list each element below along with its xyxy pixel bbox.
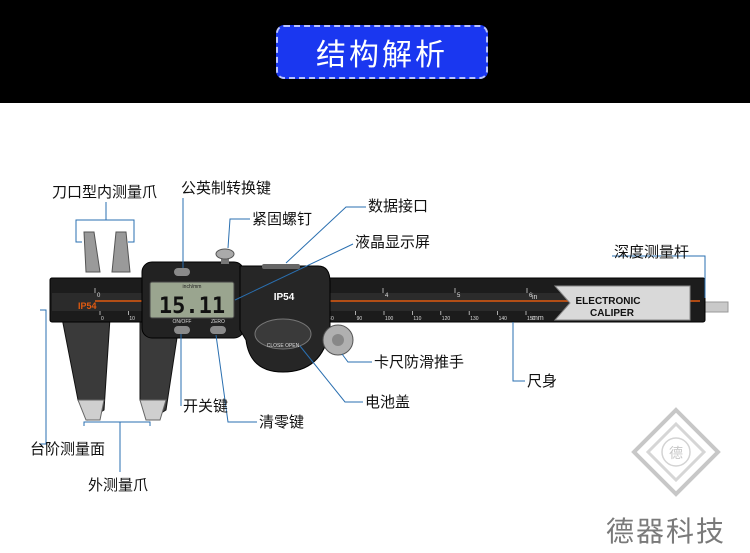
seal-char: 德 bbox=[669, 446, 683, 462]
mm-tick-label: 150 bbox=[527, 316, 536, 322]
leader-inner-jaw bbox=[75, 202, 107, 243]
brand-line2: CALIPER bbox=[590, 308, 635, 319]
leader-depth-rod bbox=[612, 255, 706, 298]
inner-jaw-slider bbox=[111, 231, 131, 273]
page-title: 结构解析 bbox=[276, 25, 488, 79]
label-thumb-wheel: 卡尺防滑推手 bbox=[374, 353, 465, 371]
power-key-label: ON/OFF bbox=[173, 319, 192, 325]
outer-jaw-fixed-tip bbox=[77, 399, 105, 421]
seal-inner bbox=[645, 421, 707, 483]
inner-jaw-fixed bbox=[83, 231, 101, 273]
brand-line1: ELECTRONIC bbox=[576, 296, 641, 307]
zero-key-label: ZERO bbox=[211, 319, 225, 325]
mm-tick-label: 130 bbox=[470, 316, 479, 322]
seal-core bbox=[661, 437, 691, 467]
leader-battery-cover bbox=[299, 345, 363, 403]
leader-data-port bbox=[285, 206, 366, 264]
leader-lines bbox=[40, 198, 706, 472]
power-key[interactable] bbox=[174, 326, 190, 334]
label-lcd: 液晶显示屏 bbox=[355, 233, 431, 251]
label-lock-screw: 紧固螺钉 bbox=[252, 210, 313, 228]
watermark-brand: 德器科技 bbox=[606, 515, 727, 548]
outer-jaw-slider-tip bbox=[139, 399, 167, 421]
inch-tick-label: 0 bbox=[97, 293, 101, 299]
leader-beam bbox=[512, 322, 525, 382]
label-depth-rod: 深度测量杆 bbox=[614, 243, 690, 261]
mm-tick-label: 100 bbox=[385, 316, 394, 322]
leader-step-face bbox=[40, 309, 47, 445]
leader-inner-jaw-right bbox=[106, 219, 135, 243]
label-step-face: 台阶测量面 bbox=[30, 440, 106, 458]
mm-tick-label: 140 bbox=[499, 316, 508, 322]
ip-rating-scale: IP54 bbox=[78, 301, 97, 311]
inch-tick-label: 4 bbox=[385, 293, 389, 299]
mm-unit: mm bbox=[532, 315, 544, 322]
display-value: 15.11 bbox=[159, 294, 225, 319]
mm-tick-label: 110 bbox=[413, 316, 421, 322]
label-data-port: 数据接口 bbox=[368, 197, 429, 215]
leader-lock-screw bbox=[227, 218, 250, 249]
inch-unit: in bbox=[532, 294, 538, 301]
label-battery-cover: 电池盖 bbox=[365, 393, 411, 411]
display-unit: inch/mm bbox=[183, 284, 202, 290]
label-power-key: 开关键 bbox=[183, 397, 229, 415]
label-inner-jaw: 刀口型内测量爪 bbox=[52, 183, 158, 201]
watermark-seal: 德 bbox=[631, 407, 721, 497]
battery-cover bbox=[254, 318, 312, 350]
brand-plate bbox=[553, 285, 691, 321]
leader-zero-key bbox=[215, 334, 257, 423]
page-title-text: 结构解析 bbox=[316, 38, 448, 73]
label-beam: 尺身 bbox=[527, 372, 558, 390]
mm-tick-label: 10 bbox=[129, 316, 135, 322]
seal-outer bbox=[631, 407, 721, 497]
data-port bbox=[262, 264, 300, 269]
lcd-screen bbox=[149, 281, 235, 319]
inch-tick-label: 5 bbox=[457, 293, 461, 299]
ip-rating-body: IP54 bbox=[274, 292, 295, 303]
leader-lcd bbox=[234, 243, 354, 301]
leader-outer-jaw bbox=[83, 421, 151, 426]
mm-tick-label: 90 bbox=[357, 316, 363, 322]
mm-tick-label: 120 bbox=[442, 316, 451, 322]
mm-tick-label: 0 bbox=[101, 316, 104, 322]
leader-thumb-wheel bbox=[341, 353, 372, 363]
unit-key[interactable] bbox=[174, 268, 190, 276]
label-unit-key: 公英制转换键 bbox=[181, 179, 272, 197]
mm-tick-label: 80 bbox=[328, 316, 334, 322]
inch-tick-label: 6 bbox=[529, 293, 533, 299]
label-zero-key: 清零键 bbox=[259, 413, 305, 431]
battery-cover-label: CLOSE OPEN bbox=[267, 343, 300, 349]
thumb-wheel-hub bbox=[332, 334, 344, 346]
label-outer-jaw: 外测量爪 bbox=[88, 476, 149, 494]
lock-screw[interactable] bbox=[215, 248, 235, 260]
zero-key[interactable] bbox=[210, 326, 226, 334]
